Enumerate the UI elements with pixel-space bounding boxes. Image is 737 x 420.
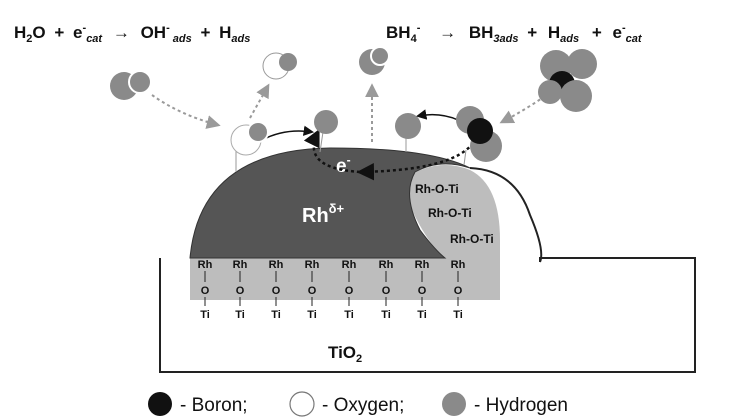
rh-delta-plus-label: Rhδ+ [302, 201, 345, 227]
hydrogen-atom [247, 121, 269, 143]
ti-atom-label: Ti [417, 309, 427, 321]
rh-atom-label: Rh [415, 259, 430, 271]
interface-side [410, 165, 500, 300]
o-atom-label: O [201, 285, 210, 297]
rh-o-ti-column: RhO Ti [233, 259, 248, 321]
o-atom-label: O [418, 285, 427, 297]
rh-o-ti-column: RhO Ti [305, 259, 320, 321]
ti-atom-label: Ti [200, 309, 210, 321]
hydrogen-atom [560, 80, 592, 112]
electron-label: e- [336, 153, 351, 177]
hydrogen-atom [395, 113, 421, 139]
hydrogen-atom [314, 110, 338, 134]
legend: - Boron; - Oxygen; - Hydrogen [148, 391, 568, 417]
o-atom-label: O [308, 285, 317, 297]
rh-atom-label: Rh [379, 259, 394, 271]
rh-atom-label: Rh [269, 259, 284, 271]
borohydride-adsorption-arrow [499, 95, 546, 124]
interface-outline [469, 167, 543, 263]
h-transfer-arrow-right [415, 109, 459, 121]
hydrogen-atom [279, 53, 297, 71]
rh-atom-label: Rh [198, 259, 213, 271]
legend-boron-label: - Boron; [180, 395, 248, 416]
o-atom-label: O [345, 285, 354, 297]
rh-o-ti-column: RhO Ti [269, 259, 284, 321]
legend-boron-swatch [148, 392, 172, 416]
rh-atom-label: Rh [451, 259, 466, 271]
hydrogen-atom [538, 80, 562, 104]
rh-o-ti-column: RhO Ti [415, 259, 430, 321]
ti-atom-label: Ti [344, 309, 354, 321]
equation-water: H2O + e-cat → OH-ads + Hads [14, 22, 250, 46]
rh-o-ti-label-2: Rh-O-Ti [428, 206, 472, 220]
ti-atom-label: Ti [453, 309, 463, 321]
ti-atom-label: Ti [235, 309, 245, 321]
rh-o-ti-column: RhO Ti [198, 259, 213, 321]
ti-atom-label: Ti [271, 309, 281, 321]
boron-atom [467, 118, 493, 144]
rh-o-ti-column: RhO Ti [379, 259, 394, 321]
legend-oxygen-swatch [289, 391, 315, 417]
legend-hydrogen-label: - Hydrogen [474, 395, 568, 416]
interface-layer [190, 258, 500, 300]
equation-borohydride: BH4- → BH3ads + Hads + e-cat [386, 16, 643, 46]
rh-o-ti-label-3: Rh-O-Ti [450, 232, 494, 246]
ti-atom-label: Ti [307, 309, 317, 321]
rh-atom-label: Rh [342, 259, 357, 271]
tio2-label: TiO2 [328, 343, 362, 365]
ti-atom-label: Ti [381, 309, 391, 321]
rh-atom-label: Rh [305, 259, 320, 271]
rh-atom-label: Rh [233, 259, 248, 271]
oh-desorption-arrow [249, 83, 270, 119]
water-adsorption-arrow [151, 94, 221, 129]
o-atom-label: O [272, 285, 281, 297]
o-atom-label: O [454, 285, 463, 297]
interface-bond-columns: RhO Ti RhO Ti RhO Ti RhO Ti RhO Ti RhO Ti RhO Ti RhO Ti [198, 259, 466, 321]
o-atom-label: O [236, 285, 245, 297]
h-transfer-arrow-left [261, 125, 315, 141]
legend-oxygen-label: - Oxygen; [322, 395, 404, 416]
rh-o-ti-column: RhO Ti [451, 259, 466, 321]
hydrogen-atom [370, 46, 390, 66]
legend-hydrogen-swatch [442, 392, 466, 416]
rh-o-ti-column: RhO Ti [342, 259, 357, 321]
o-atom-label: O [382, 285, 391, 297]
hydrogen-atom [567, 49, 597, 79]
rh-o-ti-label-1: Rh-O-Ti [415, 182, 459, 196]
hydrogen-atom [128, 70, 152, 94]
electron-to-oxygen-arrow [303, 128, 361, 174]
